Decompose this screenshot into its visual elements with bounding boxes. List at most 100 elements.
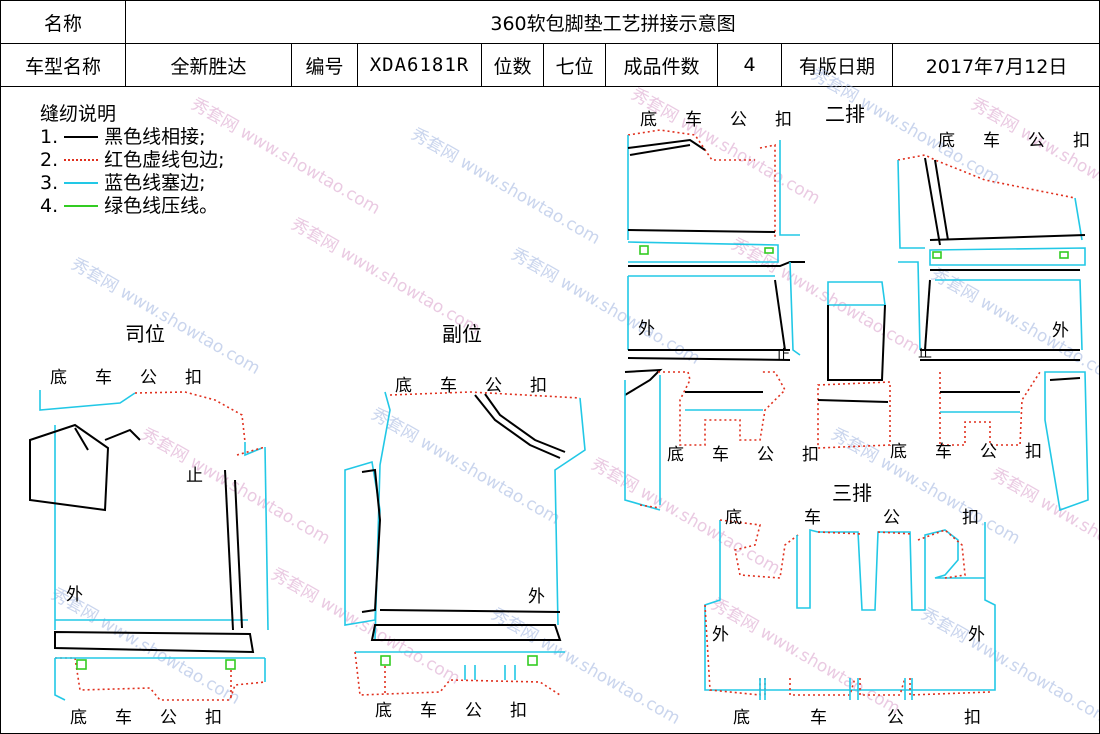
legend-num: 2. [40, 148, 59, 171]
outer-label: 外 [638, 319, 655, 339]
seam [1049, 377, 1081, 381]
passenger-mat [344, 391, 586, 696]
seam [474, 394, 561, 459]
mat-edge [389, 391, 581, 399]
mat-edge [897, 159, 925, 249]
date-value: 2017年7月12日 [891, 43, 1100, 87]
mat-edge [898, 261, 921, 351]
outer-label: 外 [528, 587, 545, 607]
legend-num: 1. [40, 125, 59, 148]
sewing-legend: 缝纫说明 1. 黑色线相接; 2. 红色虚线包边; 3. 蓝色线塞边; 4. 绿… [40, 103, 225, 217]
snap-marker [527, 655, 538, 666]
mat-edge [624, 380, 661, 511]
green-line-swatch [64, 204, 99, 207]
legend-text: 黑色线相接; [104, 125, 206, 148]
mat-edge [354, 651, 561, 696]
mat-edge [939, 371, 1041, 446]
stop-label: 止 [918, 345, 932, 361]
seam-strip [54, 630, 255, 654]
seam [104, 428, 141, 441]
legend-text: 红色虚线包边; [104, 148, 225, 171]
seam [627, 357, 791, 361]
seam [924, 279, 931, 351]
seam [817, 399, 889, 403]
legend-item: 1. 黑色线相接; [40, 125, 225, 148]
mat-edge [1074, 197, 1083, 241]
seam [774, 279, 786, 351]
mat-edge [929, 247, 1086, 266]
legend-num: 4. [40, 194, 59, 217]
outer-label: 外 [712, 625, 729, 645]
base-buckle-label: 底车公扣 [50, 368, 230, 388]
mat-edge [759, 144, 776, 240]
legend-text: 蓝色线塞边; [104, 171, 206, 194]
legend-text: 绿色线压线。 [104, 194, 219, 217]
legend-item: 2. 红色虚线包边; [40, 148, 225, 171]
seat-value: 七位 [543, 43, 606, 87]
header-table: 名称 360软包脚垫工艺拼接示意图 车型名称 全新胜达 编号 XDA6181R … [0, 0, 1100, 87]
stop-label: 止 [186, 466, 203, 486]
mat-edge [627, 129, 755, 161]
name-label: 名称 [0, 0, 126, 44]
seam [628, 261, 805, 267]
base-buckle-label: 底车公扣 [375, 701, 555, 721]
section-title-row2: 二排 [825, 102, 865, 126]
seam [224, 469, 234, 631]
document-title: 360软包脚垫工艺拼接示意图 [124, 0, 1100, 44]
outer-label: 外 [968, 625, 985, 645]
mat-edge [264, 446, 269, 631]
mat-edge [935, 279, 1083, 351]
model-value: 全新胜达 [125, 43, 292, 87]
base-buckle-label: 底车公扣 [938, 131, 1100, 151]
base-buckle-label: 底车公扣 [395, 376, 575, 396]
legend-title: 缝纫说明 [40, 103, 117, 125]
snap-marker [76, 659, 87, 670]
driver-mat [29, 390, 269, 701]
heel-pad-seam [74, 427, 89, 451]
mat-edge [639, 504, 661, 509]
section-title-row3: 三排 [832, 481, 872, 505]
snap-marker [932, 251, 942, 259]
snap-marker [764, 247, 774, 254]
base-buckle-label: 底车公扣 [725, 508, 1041, 528]
mat-edge [554, 397, 586, 626]
snap-marker [639, 245, 649, 255]
mat-edge [917, 529, 966, 579]
mat-edge [658, 371, 786, 446]
count-value: 4 [717, 43, 782, 87]
slot [759, 678, 913, 700]
blue-line-swatch [64, 181, 99, 184]
mat-edge [796, 528, 985, 611]
side-panel [1044, 371, 1089, 512]
mat-edge [55, 657, 266, 701]
mat-edge [134, 391, 246, 443]
snap-marker [225, 659, 236, 670]
snap-marker [380, 655, 391, 666]
seam [361, 468, 382, 613]
heel-pad [29, 423, 110, 512]
mat-edge [627, 241, 779, 263]
legend-item: 3. 蓝色线塞边; [40, 171, 225, 194]
seam [629, 144, 691, 156]
date-label: 有版日期 [781, 43, 893, 87]
row2-left-mat [624, 129, 805, 511]
mat-edge [704, 604, 991, 696]
outer-label: 外 [1052, 321, 1069, 341]
row3-mat [704, 519, 996, 700]
base-buckle-label: 底车公扣 [733, 708, 1041, 728]
row2-center-mat [817, 281, 891, 449]
base-buckle-label: 底车公扣 [667, 445, 847, 465]
count-label: 成品件数 [605, 43, 718, 87]
red-dotted-swatch [64, 158, 99, 161]
slot [464, 665, 516, 680]
seam [920, 349, 1080, 361]
base-buckle-label: 底车公扣 [640, 110, 820, 130]
mat-edge [39, 390, 136, 411]
base-buckle-label: 底车公扣 [70, 708, 250, 728]
snap-marker [1059, 251, 1069, 259]
seam [624, 368, 663, 396]
seam-strip [370, 624, 562, 641]
mat-edge [817, 381, 891, 449]
